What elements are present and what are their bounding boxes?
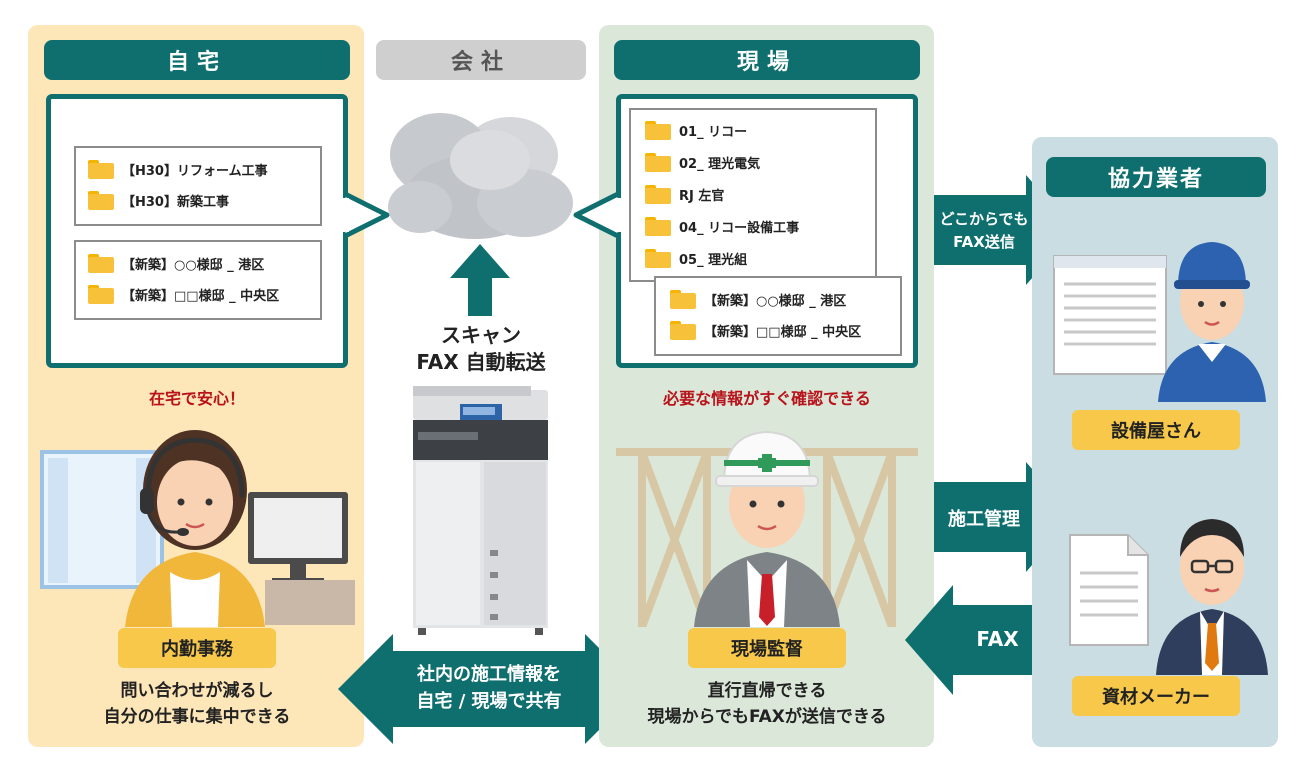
folder-icon [88,191,114,210]
share-arrow-label: 社内の施工情報を 自宅 / 現場で共有 [416,664,562,712]
site-subfolder-list [654,276,902,356]
home-office-worker-illustration [40,430,355,627]
home-caption: 問い合わせが減るし 自分の仕事に集中できる [103,681,291,727]
folder-icon [645,249,671,268]
home-speech-tail [343,190,390,240]
folder-icon [645,217,671,236]
folder-item[interactable]: RJ 左官 [645,185,724,204]
home-header: 自宅 [44,40,350,80]
folder-icon [88,254,114,273]
cloud-icon [388,113,573,239]
folder-icon [670,321,696,340]
folder-item[interactable]: 【H30】新築工事 [88,191,229,210]
folder-icon [645,153,671,172]
partners-header: 協力業者 [1046,157,1266,197]
construction-mgmt-label: 施工管理 [948,509,1020,530]
folder-icon [645,121,671,140]
site-speech-tail [573,190,621,240]
folder-item[interactable]: 【H30】リフォーム工事 [88,160,268,179]
site-role-tag: 現場監督 [688,628,846,668]
folder-item[interactable]: 【新築】○○様邸 _ 港区 [670,290,846,309]
fax-send-label: どこからでも FAX送信 [939,210,1029,251]
partner-role-tag-1: 設備屋さん [1072,410,1240,450]
folder-item[interactable]: 02_ 理光電気 [645,153,760,172]
folder-icon [88,285,114,304]
folder-item[interactable]: 01_ リコー [645,121,747,140]
multifunction-printer-illustration [413,386,548,635]
site-header: 現場 [614,40,920,80]
company-header: 会社 [376,40,586,80]
arrow-left-fax [905,585,1045,695]
share-bidirectional-arrow [338,634,640,744]
folder-icon [88,160,114,179]
site-supervisor-illustration [616,430,918,627]
fax-label: FAX [976,627,1019,651]
folder-icon [670,290,696,309]
folder-item[interactable]: 【新築】□□様邸 _ 中央区 [88,285,279,304]
upload-arrow-icon [450,244,510,316]
home-note: 在宅で安心！ [148,389,245,408]
folder-item[interactable]: 【新築】□□様邸 _ 中央区 [670,321,861,340]
material-supplier-illustration [1069,519,1268,675]
folder-icon [645,185,671,204]
home-folder-panel [46,94,348,368]
folder-item[interactable]: 【新築】○○様邸 _ 港区 [88,254,264,273]
site-note: 必要な情報がすぐ確認できる [663,389,871,408]
folder-item[interactable]: 04_ リコー設備工事 [645,217,799,236]
partner-role-tag-2: 資材メーカー [1072,676,1240,716]
home-role-tag: 内勤事務 [118,628,276,668]
home-folder-list-top [74,146,322,226]
site-caption: 直行直帰できる 現場からでもFAXが送信できる [647,681,887,727]
equipment-contractor-illustration [1053,242,1266,402]
home-folder-list-bottom [74,240,322,320]
scan-fax-caption: スキャン FAX 自動転送 [416,323,546,374]
folder-item[interactable]: 05_ 理光組 [645,249,747,268]
